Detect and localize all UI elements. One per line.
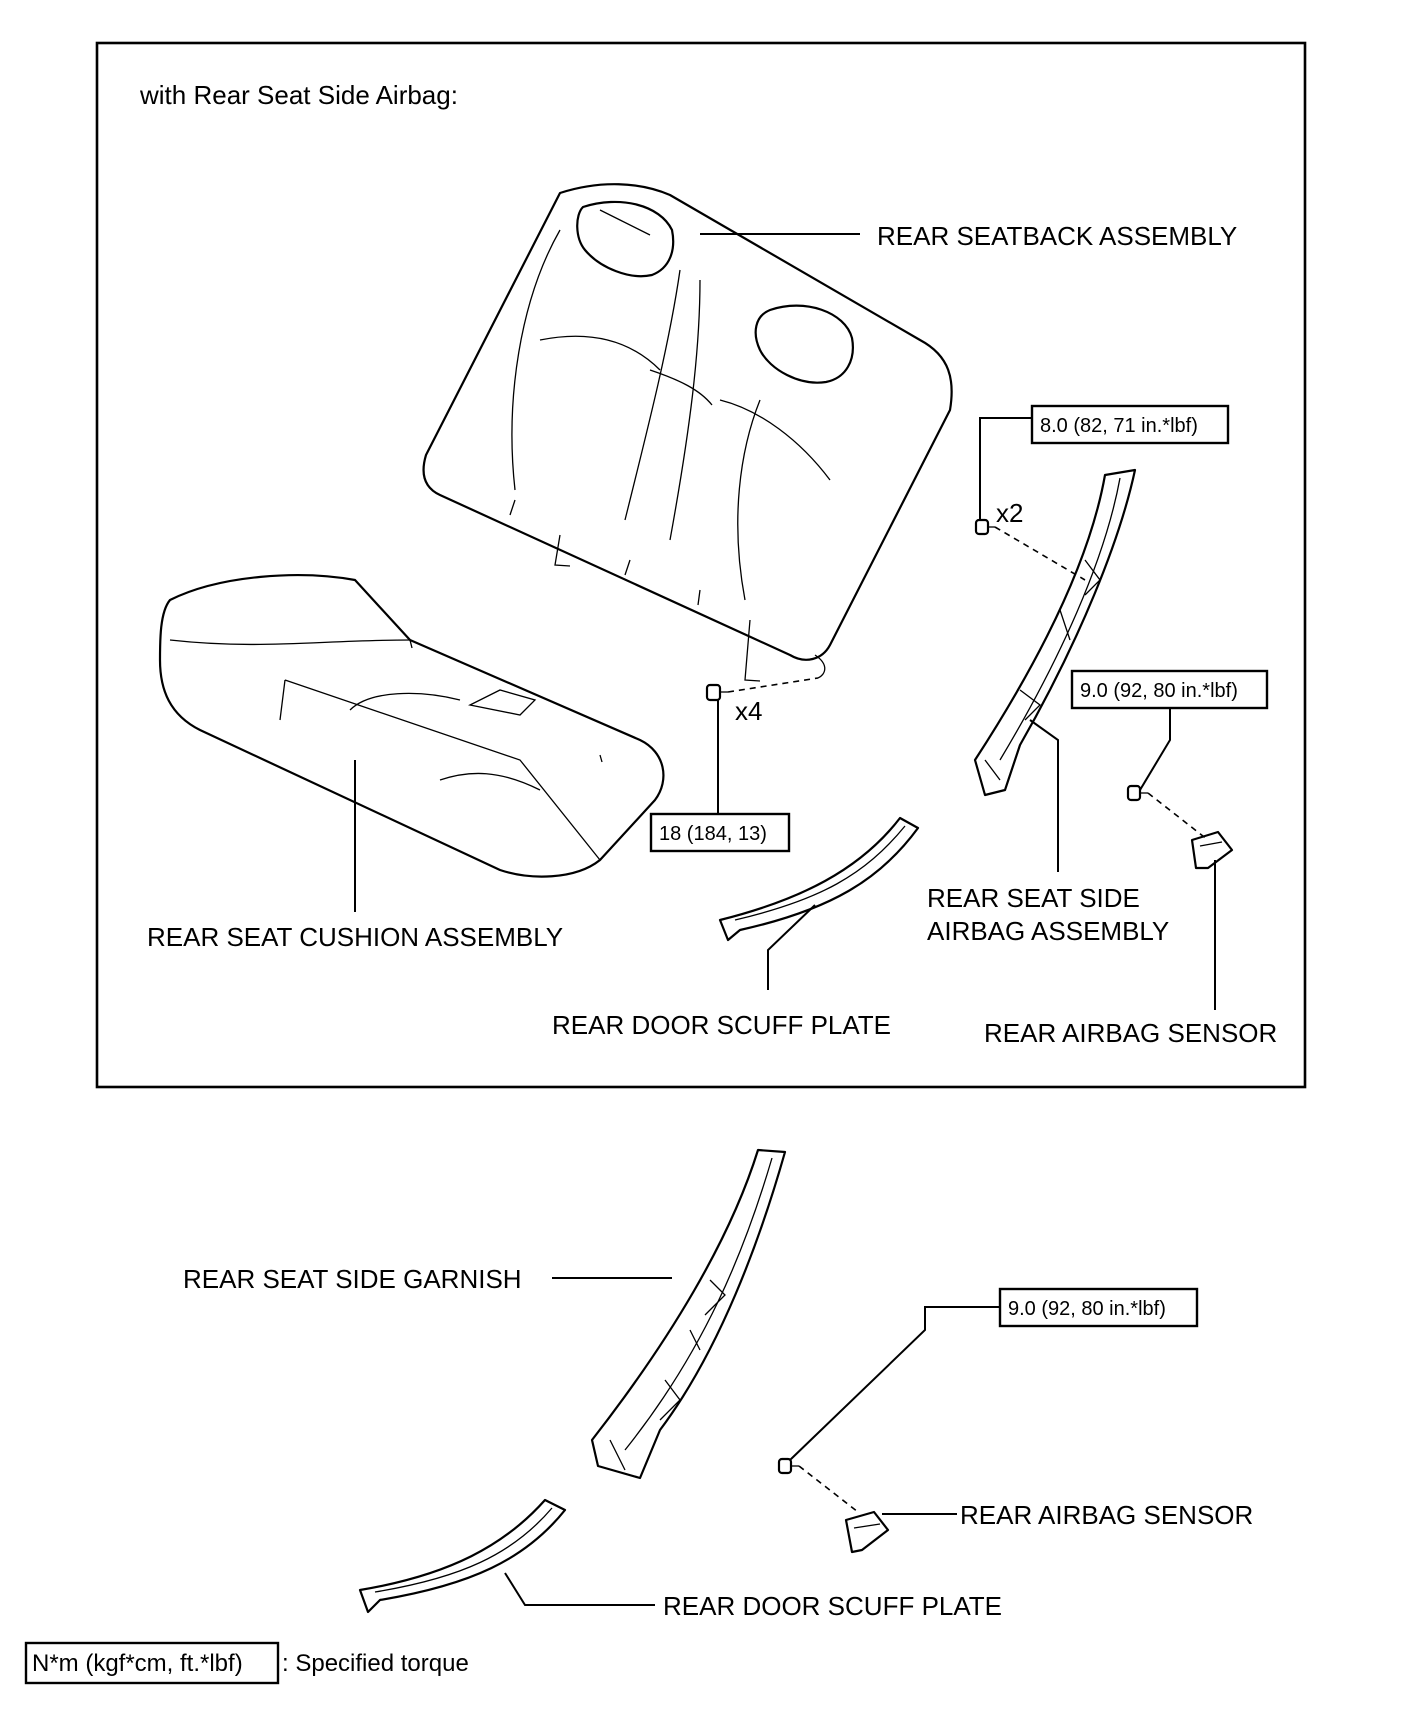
label-rear-seat-side-airbag-line2: AIRBAG ASSEMBLY bbox=[927, 916, 1169, 946]
torque-box-sensor-lower: 9.0 (92, 80 in.*lbf) bbox=[998, 1287, 1199, 1328]
upper-frame bbox=[95, 41, 1307, 1089]
rear-door-scuff-plate-upper-illustration bbox=[718, 816, 920, 942]
legend-unit-box: N*m (kgf*cm, ft.*lbf) bbox=[32, 1650, 243, 1677]
sensor-bolt-upper-icon bbox=[1126, 784, 1148, 802]
torque-box-seatback-bolts: 18 (184, 13) bbox=[649, 812, 791, 853]
bracket-bolt-icon bbox=[974, 518, 995, 536]
label-rear-airbag-sensor-upper: REAR AIRBAG SENSOR bbox=[984, 1018, 1277, 1048]
label-rear-seat-side-garnish: REAR SEAT SIDE GARNISH bbox=[183, 1264, 522, 1294]
label-rear-seat-side-airbag-line1: REAR SEAT SIDE bbox=[927, 883, 1140, 913]
label-rear-airbag-sensor-lower: REAR AIRBAG SENSOR bbox=[960, 1500, 1253, 1530]
label-rear-door-scuff-plate-upper: REAR DOOR SCUFF PLATE bbox=[552, 1010, 891, 1040]
rear-seatback-illustration bbox=[422, 183, 953, 682]
label-rear-seat-cushion-assembly: REAR SEAT CUSHION ASSEMBLY bbox=[147, 922, 563, 952]
svg-text:9.0 (92, 80 in.*lbf): 9.0 (92, 80 in.*lbf) bbox=[1080, 680, 1238, 702]
label-rear-seatback-assembly: REAR SEATBACK ASSEMBLY bbox=[877, 221, 1237, 251]
seatback-bolt-icon bbox=[705, 683, 728, 702]
torque-box-seatback-bracket: 8.0 (82, 71 in.*lbf) bbox=[1030, 404, 1230, 445]
svg-text:8.0 (82, 71 in.*lbf): 8.0 (82, 71 in.*lbf) bbox=[1040, 415, 1198, 437]
label-rear-door-scuff-plate-lower: REAR DOOR SCUFF PLATE bbox=[663, 1591, 1002, 1621]
svg-text:9.0 (92, 80 in.*lbf): 9.0 (92, 80 in.*lbf) bbox=[1008, 1298, 1166, 1320]
qty-seatback-bolts: x4 bbox=[735, 696, 762, 726]
rear-airbag-sensor-lower-illustration bbox=[844, 1510, 890, 1554]
torque-legend: N*m (kgf*cm, ft.*lbf) : Specified torque bbox=[24, 1641, 469, 1685]
rear-seat-side-airbag-illustration bbox=[973, 468, 1137, 797]
rear-door-scuff-plate-lower-illustration bbox=[358, 1498, 567, 1614]
qty-bracket-bolts: x2 bbox=[996, 498, 1023, 528]
torque-box-sensor-upper: 9.0 (92, 80 in.*lbf) bbox=[1070, 669, 1269, 710]
sensor-bolt-lower-icon bbox=[777, 1457, 799, 1475]
section-heading: with Rear Seat Side Airbag: bbox=[139, 80, 458, 110]
rear-seat-cushion-illustration bbox=[158, 574, 665, 878]
svg-text:18 (184, 13): 18 (184, 13) bbox=[659, 823, 767, 845]
legend-description: : Specified torque bbox=[282, 1650, 469, 1677]
rear-airbag-sensor-upper-illustration bbox=[1190, 830, 1234, 870]
rear-seat-side-garnish-illustration bbox=[590, 1148, 787, 1480]
